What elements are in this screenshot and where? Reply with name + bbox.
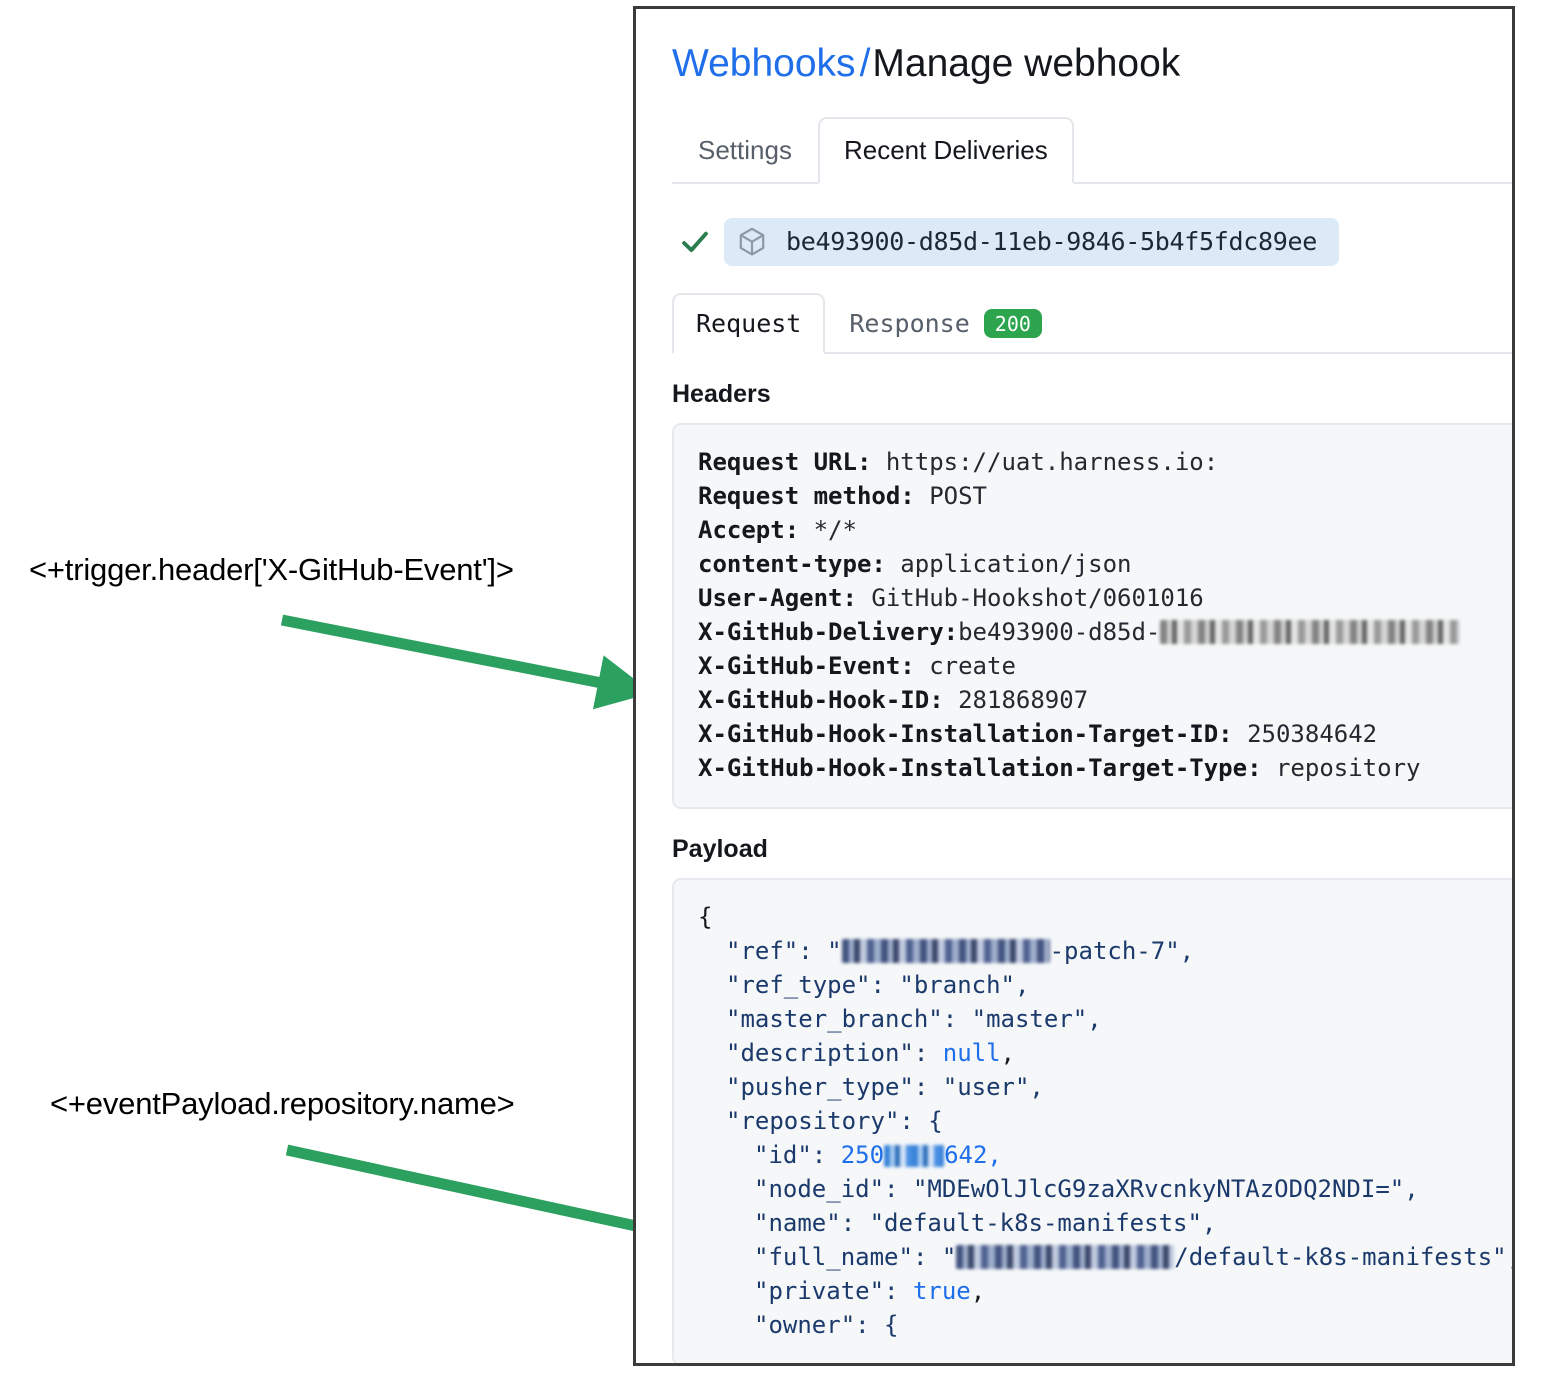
webhook-tabs: Settings Recent Deliveries (672, 110, 1512, 184)
json-punct: , (1000, 1038, 1015, 1067)
header-key: Request method: (698, 481, 915, 510)
json-punct: , (970, 1276, 986, 1305)
payload-line-description: "description": null, (698, 1036, 1512, 1070)
header-row-x-github-hook-id: X-GitHub-Hook-ID: 281868907 (698, 683, 1512, 717)
header-key: content-type: (698, 549, 886, 578)
redacted-owner-username (956, 1244, 1175, 1269)
payload-line-open-brace: { (698, 902, 713, 931)
payload-section-title: Payload (672, 834, 768, 863)
json-key: "description": (726, 1038, 929, 1067)
redacted-repo-id (884, 1144, 945, 1167)
header-value: 250384642 (1247, 719, 1378, 748)
manage-webhook-panel: Webhooks/Manage webhook Settings Recent … (633, 6, 1515, 1366)
breadcrumb-separator: / (859, 42, 871, 85)
header-key: X-GitHub-Event: (698, 651, 915, 680)
header-value: */* (813, 515, 857, 544)
payload-line-id: "id": 250 642, (698, 1138, 1512, 1172)
header-key: User-Agent: (698, 583, 857, 612)
json-string-open: " (941, 1242, 957, 1271)
payload-line-pusher-type: "pusher_type": "user", (726, 1072, 1044, 1101)
annotation-event-payload-expression: <+eventPayload.repository.name> (50, 1086, 515, 1121)
payload-line-ref: "ref": " -patch-7", (698, 934, 1512, 968)
annotation-arrow-to-x-github-event (280, 614, 653, 710)
header-row-content-type: content-type: application/json (698, 547, 1512, 581)
json-literal: null (942, 1038, 1001, 1067)
header-key: X-GitHub-Hook-ID: (698, 685, 944, 714)
annotation-trigger-header-expression: <+trigger.header['X-GitHub-Event']> (29, 552, 514, 587)
header-row-installation-target-type: X-GitHub-Hook-Installation-Target-Type: … (698, 751, 1512, 785)
json-number: 642, (944, 1140, 1002, 1169)
payload-line-master-branch: "master_branch": "master", (726, 1004, 1102, 1033)
json-string: -patch-7", (1049, 936, 1195, 965)
header-row-x-github-delivery: X-GitHub-Delivery:be493900-d85d- (698, 615, 1512, 649)
package-cube-icon (739, 227, 765, 256)
header-key: X-GitHub-Delivery: (698, 617, 959, 646)
delivery-guid-text: be493900-d85d-11eb-9846-5b4f5fdc89ee (786, 227, 1318, 257)
json-number: 250 (840, 1140, 885, 1169)
header-value: application/json (900, 549, 1132, 578)
redacted-username (841, 938, 1050, 963)
delivery-row: be493900-d85d-11eb-9846-5b4f5fdc89ee (672, 184, 1512, 284)
header-key: X-GitHub-Hook-Installation-Target-Type: (698, 753, 1262, 782)
subtab-response-label: Response (849, 308, 970, 338)
breadcrumb-webhooks-link[interactable]: Webhooks (672, 42, 856, 85)
redacted-delivery-guid (1160, 619, 1461, 644)
breadcrumb: Webhooks/Manage webhook (672, 9, 1512, 110)
delivery-guid-pill[interactable]: be493900-d85d-11eb-9846-5b4f5fdc89ee (724, 217, 1340, 266)
subtab-request[interactable]: Request (672, 292, 826, 354)
header-key: X-GitHub-Hook-Installation-Target-ID: (698, 719, 1233, 748)
json-literal: true (912, 1276, 971, 1305)
json-string: /default-k8s-manifests", (1174, 1242, 1515, 1271)
json-key: "full_name": (754, 1242, 928, 1271)
header-row-accept: Accept: */* (698, 513, 1512, 547)
header-row-request-url: Request URL: https://uat.harness.io: (698, 445, 1512, 479)
check-icon (682, 231, 708, 252)
header-row-installation-target-id: X-GitHub-Hook-Installation-Target-ID: 25… (698, 717, 1512, 751)
delivery-subtabs: Request Response 200 (672, 284, 1512, 354)
payload-line-name: "name": "default-k8s-manifests", (754, 1208, 1217, 1237)
json-string-open: " (827, 936, 842, 965)
header-value: create (929, 651, 1016, 680)
header-value: https://uat.harness.io: (885, 447, 1219, 476)
payload-line-full-name: "full_name": " /default-k8s-manifests", (698, 1240, 1515, 1274)
json-key: "id": (754, 1140, 827, 1169)
json-key: "private": (754, 1276, 899, 1305)
header-row-request-method: Request method: POST (698, 479, 1512, 513)
payload-code-panel: { "ref": " -patch-7", "ref_type": "branch… (672, 877, 1515, 1363)
header-value: GitHub-Hookshot/0601016 (871, 583, 1204, 612)
header-key: Request URL: (698, 447, 872, 476)
payload-line-private: "private": true, (698, 1274, 1512, 1308)
tab-settings[interactable]: Settings (698, 134, 792, 165)
headers-code-panel: Request URL: https://uat.harness.io: Req… (672, 422, 1512, 809)
payload-line-node-id: "node_id": "MDEwOlJlcG9zaXRvcnkyNTAzODQ2… (754, 1174, 1419, 1203)
header-value: 281868907 (958, 685, 1089, 714)
header-value: be493900-d85d- (958, 617, 1161, 646)
header-row-user-agent: User-Agent: GitHub-Hookshot/0601016 (698, 581, 1512, 615)
payload-line-repository-open: "repository": { (726, 1106, 943, 1135)
subtab-request-label: Request (696, 308, 802, 338)
header-key: Accept: (698, 515, 800, 544)
json-key: "ref": (726, 936, 813, 965)
headers-section-title: Headers (672, 379, 771, 408)
payload-line-owner-open: "owner": { (754, 1310, 899, 1339)
payload-line-ref-type: "ref_type": "branch", (726, 970, 1030, 999)
page-title: Manage webhook (872, 42, 1181, 85)
tab-recent-deliveries[interactable]: Recent Deliveries (817, 116, 1074, 184)
header-value: repository (1275, 753, 1421, 782)
header-value: POST (929, 481, 987, 510)
header-row-x-github-event: X-GitHub-Event: create (698, 649, 1512, 683)
response-status-badge: 200 (983, 308, 1042, 338)
subtab-response[interactable]: Response 200 (825, 293, 1066, 354)
